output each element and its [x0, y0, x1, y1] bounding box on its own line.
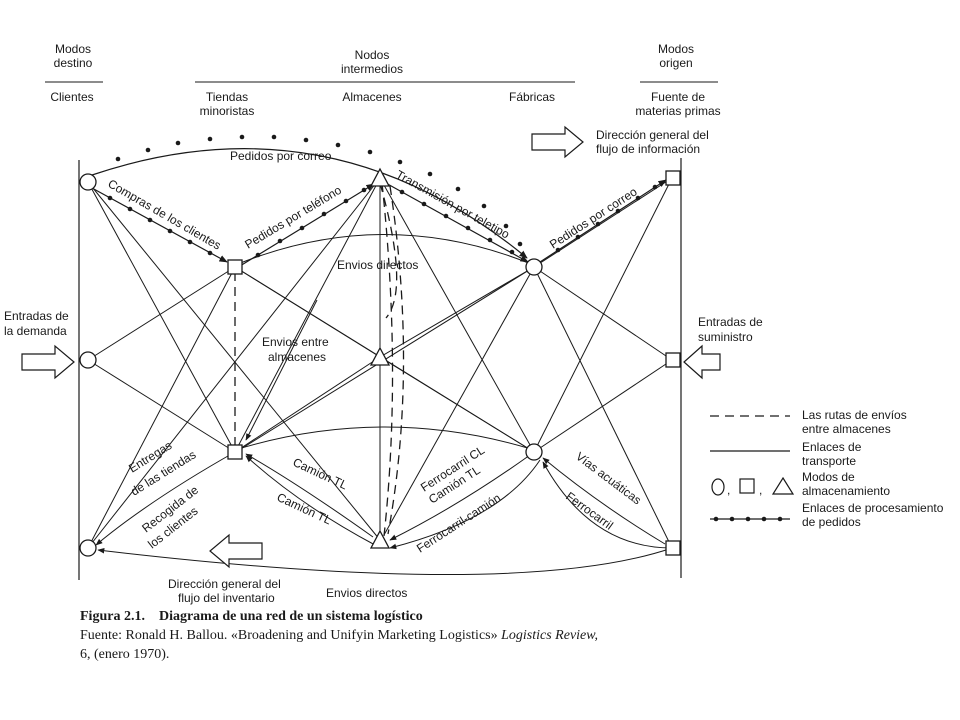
node-fuente-bottom [665, 540, 681, 556]
legend-triangle-icon [771, 476, 795, 495]
label-pedidos-correo-top: Pedidos por correo [230, 149, 332, 163]
legend-solid-2: transporte [802, 454, 856, 468]
node-clientes-middle [79, 351, 97, 369]
source-prefix: Fuente: Ronald H. Ballou. «Broadening an… [80, 628, 498, 643]
label-transmision-teletipo: Transmisión por teletipo [394, 167, 513, 241]
legend-circle-icon [711, 478, 725, 496]
legend-shapes-1: Modos de [802, 470, 855, 484]
header-modos-destino-2: destino [54, 56, 93, 70]
figure-caption: Figura 2.1. Diagrama de una red de un si… [80, 609, 423, 625]
legend-dotted-1: Enlaces de procesamiento [802, 501, 944, 515]
legend-dashed-1: Las rutas de envíos [802, 408, 907, 422]
figure-source-line2: 6, (enero 1970). [80, 647, 170, 662]
header-modos-origen-1: Modos [658, 42, 694, 56]
header-fuente-2: materias primas [635, 104, 720, 118]
label-ferrocarril-camion: Ferrocarril-camión [414, 491, 503, 556]
label-inventario-2: flujo del inventario [178, 591, 275, 605]
arrow-demanda [21, 344, 75, 380]
label-informacion-1: Dirección general del [596, 128, 709, 142]
node-clientes-top [79, 173, 97, 191]
arrow-informacion [531, 125, 584, 159]
legend-sep-2: , [759, 483, 762, 497]
label-envios-directos-top: Envios directos [337, 258, 418, 272]
legend-dotted-dots [713, 516, 783, 522]
arrow-suministro [683, 344, 721, 380]
header-nodos-2: intermedios [341, 62, 403, 76]
order-processing-links [91, 148, 667, 267]
order-processing-dots [107, 134, 658, 258]
header-modos-origen-2: origen [659, 56, 692, 70]
label-demanda-2: la demanda [4, 324, 67, 338]
figure-title: Diagrama de una red de un sistema logíst… [158, 609, 423, 624]
header-clientes: Clientes [50, 90, 93, 104]
warehouse-routes [234, 182, 405, 537]
label-ferrocarril: Ferrocarril [563, 489, 615, 532]
node-fuente-middle [665, 352, 681, 368]
header-tiendas-2: minoristas [200, 104, 255, 118]
header-modos-destino-1: Modos [55, 42, 91, 56]
legend-square-icon [739, 478, 755, 494]
node-almacen-middle [369, 346, 391, 366]
node-fuente-top [665, 170, 681, 186]
legend: Las rutas de envíos entre almacenes Enla… [710, 408, 944, 529]
header-tiendas-1: Tiendas [206, 90, 248, 104]
label-suministro-2: suministro [698, 330, 753, 344]
label-suministro-1: Entradas de [698, 315, 763, 329]
label-inventario-1: Dirección general del [168, 577, 281, 591]
label-pedidos-correo-right: Pedidos por correo [547, 184, 640, 251]
node-tiendas-bottom [227, 444, 243, 460]
label-pedidos-telefono: Pedidos por teléfono [242, 183, 344, 252]
figure-source: Fuente: Ronald H. Ballou. «Broadening an… [80, 628, 598, 644]
figure-number: Figura 2.1. [80, 609, 145, 624]
label-informacion-2: flujo de información [596, 142, 700, 156]
node-fabrica-top [525, 258, 543, 276]
node-clientes-bottom [79, 539, 97, 557]
label-envios-entre-1: Envios entre [262, 335, 329, 349]
node-tiendas-top [227, 259, 243, 275]
arrow-inventario [209, 533, 263, 569]
label-camion-tl-2: Camión TL [275, 490, 334, 528]
label-demanda-1: Entradas de [4, 309, 69, 323]
legend-sep-1: , [727, 483, 730, 497]
edge-labels: Pedidos por correo Compras de los client… [106, 149, 644, 600]
header-fabricas: Fábricas [509, 90, 555, 104]
legend-shapes-2: almacenamiento [802, 484, 890, 498]
node-fabrica-bottom [525, 443, 543, 461]
header-fuente-1: Fuente de [651, 90, 705, 104]
header-nodos-1: Nodos [355, 48, 390, 62]
source-journal: Logistics Review, [501, 628, 599, 643]
flow-arrows [21, 125, 721, 569]
label-compras-clientes: Compras de los clientes [106, 176, 224, 252]
legend-dashed-2: entre almacenes [802, 422, 891, 436]
node-almacen-top [369, 167, 391, 187]
header: Modos destino Clientes Nodos intermedios… [45, 42, 721, 118]
label-envios-directos-bottom: Envios directos [326, 586, 407, 600]
nodes [79, 167, 681, 557]
label-envios-entre-2: almacenes [268, 350, 326, 364]
transport-curves [95, 234, 673, 575]
legend-solid-1: Enlaces de [802, 440, 862, 454]
legend-dotted-2: de pedidos [802, 515, 861, 529]
header-almacenes: Almacenes [342, 90, 401, 104]
node-almacen-bottom [369, 529, 391, 549]
